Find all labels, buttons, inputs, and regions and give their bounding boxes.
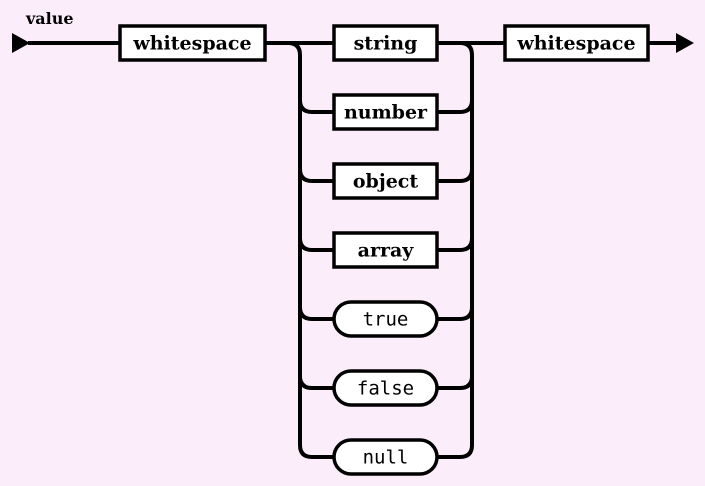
node-choice-false[interactable]: false — [332, 369, 439, 407]
node-choice-false-label: false — [357, 378, 414, 400]
node-choice-number-label: number — [344, 102, 428, 124]
node-choice-object[interactable]: object — [332, 162, 439, 200]
rail-left-branch-array — [298, 237, 334, 252]
node-choice-number-box — [332, 93, 439, 131]
rail-left-branch-false — [298, 375, 334, 390]
node-whitespace-left-label: whitespace — [132, 33, 251, 55]
rail-left-fork-spine — [287, 41, 313, 459]
node-whitespace-right-label: whitespace — [516, 33, 635, 55]
node-choice-true-label: true — [363, 309, 409, 331]
rail-left-branch-number — [298, 99, 334, 114]
node-whitespace-right[interactable]: whitespace — [503, 24, 650, 62]
rail-left-branch-object — [298, 168, 334, 183]
node-choice-array[interactable]: array — [332, 231, 439, 269]
rail-left-branch-true — [298, 306, 334, 321]
rail-right-branch-object — [437, 168, 474, 183]
node-choice-true-pill — [332, 300, 439, 338]
node-choice-number[interactable]: number — [332, 93, 439, 131]
node-choice-null-pill — [332, 438, 439, 476]
node-choice-array-box — [332, 231, 439, 269]
node-choice-true[interactable]: true — [332, 300, 439, 338]
node-choice-object-box — [332, 162, 439, 200]
node-choice-string[interactable]: string — [332, 24, 439, 62]
node-whitespace-right-box — [503, 24, 650, 62]
node-choice-null-label: null — [363, 447, 409, 469]
rail-right-merge-spine — [459, 41, 474, 459]
rail-right-branch-false — [437, 375, 474, 390]
node-choice-string-box — [332, 24, 439, 62]
node-choice-object-label: object — [353, 171, 418, 193]
node-whitespace-left[interactable]: whitespace — [118, 24, 267, 62]
node-choice-false-pill — [332, 369, 439, 407]
entry-label: value — [25, 9, 74, 28]
start-arrow-icon — [12, 33, 30, 53]
node-choice-string-label: string — [354, 33, 418, 55]
end-arrow-icon — [676, 33, 694, 53]
rail-right-branch-number — [437, 99, 474, 114]
rail-right-branch-true — [437, 306, 474, 321]
node-whitespace-left-box — [118, 24, 267, 62]
rail-right-branch-array — [437, 237, 474, 252]
node-choice-array-label: array — [358, 240, 415, 262]
node-choice-null[interactable]: null — [332, 438, 439, 476]
